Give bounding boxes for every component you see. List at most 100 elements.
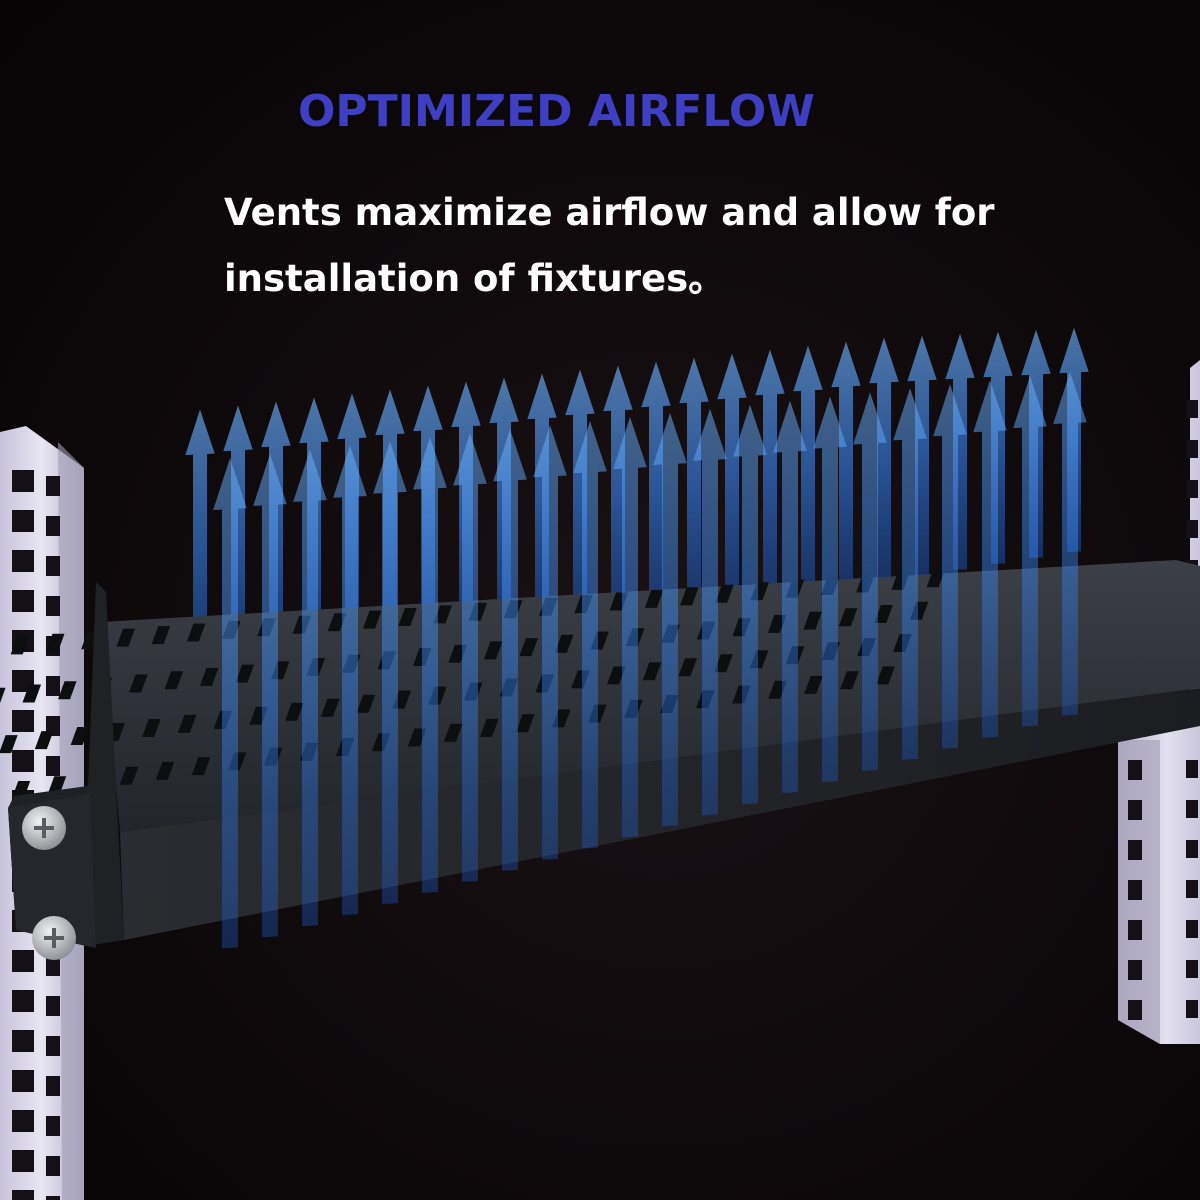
vent-slot xyxy=(70,727,90,745)
vent-slot xyxy=(840,671,859,690)
airflow-arrow-icon xyxy=(1053,371,1087,716)
vent-slot xyxy=(874,605,893,623)
vent-slot xyxy=(516,714,535,733)
rail-hole xyxy=(12,470,34,492)
vent-slot xyxy=(191,757,211,776)
vent-slot xyxy=(433,605,453,624)
rail-hole xyxy=(12,590,34,612)
rail-hole xyxy=(1186,480,1198,498)
rail-hole xyxy=(12,750,34,772)
vent-slot xyxy=(199,667,219,686)
rail-hole xyxy=(12,1070,34,1092)
rail-hole xyxy=(46,676,60,696)
airflow-arrow-icon xyxy=(453,433,487,882)
airflow-arrow-icon xyxy=(253,453,287,938)
airflow-arrow-icon xyxy=(533,425,567,860)
airflow-arrow-icon xyxy=(717,353,747,607)
vent-slot xyxy=(119,766,139,785)
vent-slot xyxy=(0,687,6,706)
vent-slot xyxy=(186,623,206,642)
airflow-arrow-icon xyxy=(493,429,527,871)
vent-slot xyxy=(483,641,503,660)
airflow-arrow-icon xyxy=(813,396,847,782)
vent-slot xyxy=(177,714,197,733)
vent-slot xyxy=(356,694,376,713)
rail-hole xyxy=(1186,880,1198,898)
vent-slot xyxy=(116,628,136,647)
vent-slot xyxy=(11,781,31,799)
airflow-arrow-icon xyxy=(933,384,967,749)
mounting-screw-upper xyxy=(22,806,66,850)
airflow-arrow-icon xyxy=(693,408,727,816)
vent-slot xyxy=(519,638,538,657)
vent-slot xyxy=(151,626,171,645)
rail-hole xyxy=(1128,840,1142,860)
rail-hole xyxy=(12,710,34,732)
airflow-arrow-icon xyxy=(573,421,607,849)
airflow-arrow-icon xyxy=(869,337,899,583)
rail-hole xyxy=(12,950,34,972)
airflow-arrow-icon xyxy=(773,400,807,794)
vent-slot xyxy=(838,608,858,627)
airflow-arrow-icon xyxy=(565,369,595,630)
vent-slot xyxy=(34,731,54,750)
rail-hole xyxy=(46,756,60,776)
rail-hole xyxy=(46,1196,60,1200)
vent-slot xyxy=(715,584,734,603)
rail-hole xyxy=(46,1076,60,1096)
caption-line-2: installation of fixtures。 xyxy=(224,257,726,300)
vent-slot xyxy=(926,569,946,588)
airflow-arrow-icon xyxy=(641,361,671,618)
vent-slot xyxy=(45,633,65,652)
rail-hole xyxy=(12,1190,34,1200)
vent-slot xyxy=(407,728,427,747)
airflow-arrow-icon xyxy=(831,341,861,589)
vent-slot xyxy=(129,674,148,693)
airflow-arrow-icon xyxy=(733,404,767,805)
airflow-arrow-icon xyxy=(793,345,823,595)
airflow-arrows-front xyxy=(213,371,1087,949)
rail-hole xyxy=(1186,920,1198,938)
vent-slot xyxy=(47,776,67,795)
vent-slot xyxy=(320,698,340,717)
rail-hole xyxy=(46,996,60,1016)
airflow-arrow-icon xyxy=(755,349,785,601)
rail-hole xyxy=(1186,1000,1198,1018)
mounting-screw-lower xyxy=(32,916,76,960)
rail-hole xyxy=(12,1030,34,1052)
airflow-arrow-icon xyxy=(907,335,937,577)
vent-slot xyxy=(678,658,697,677)
headline: OPTIMIZED AIRFLOW xyxy=(298,86,815,137)
vent-slot xyxy=(803,611,822,630)
vent-slot xyxy=(443,723,463,742)
airflow-arrow-icon xyxy=(853,392,887,771)
rail-hole xyxy=(46,1156,60,1176)
caption-line-1: Vents maximize airflow and allow for xyxy=(224,191,995,234)
rail-hole xyxy=(1128,880,1142,900)
airflow-arrow-icon xyxy=(293,449,327,927)
vent-slot xyxy=(767,614,787,633)
vent-slot xyxy=(0,735,18,754)
rail-hole xyxy=(12,990,34,1012)
airflow-arrow-icon xyxy=(973,380,1007,738)
rail-hole xyxy=(1186,520,1198,538)
rail-hole xyxy=(1186,440,1198,458)
rail-hole xyxy=(46,1116,60,1136)
airflow-arrow-icon xyxy=(333,445,367,916)
rail-hole xyxy=(46,596,60,616)
rail-hole xyxy=(1128,960,1142,980)
vented-shelf xyxy=(0,560,1200,960)
rail-hole xyxy=(1186,760,1198,778)
rail-hole xyxy=(1186,800,1198,818)
vent-slot xyxy=(606,666,626,685)
rail-hole xyxy=(46,956,60,976)
rail-hole xyxy=(12,1110,34,1132)
rail-hole xyxy=(1186,840,1198,858)
vent-slot xyxy=(327,613,347,632)
airflow-arrow-icon xyxy=(893,388,927,760)
rail-hole xyxy=(12,1150,34,1172)
rail-hole xyxy=(1128,1000,1142,1020)
airflow-arrow-icon xyxy=(653,412,687,827)
rail-hole xyxy=(46,716,60,736)
